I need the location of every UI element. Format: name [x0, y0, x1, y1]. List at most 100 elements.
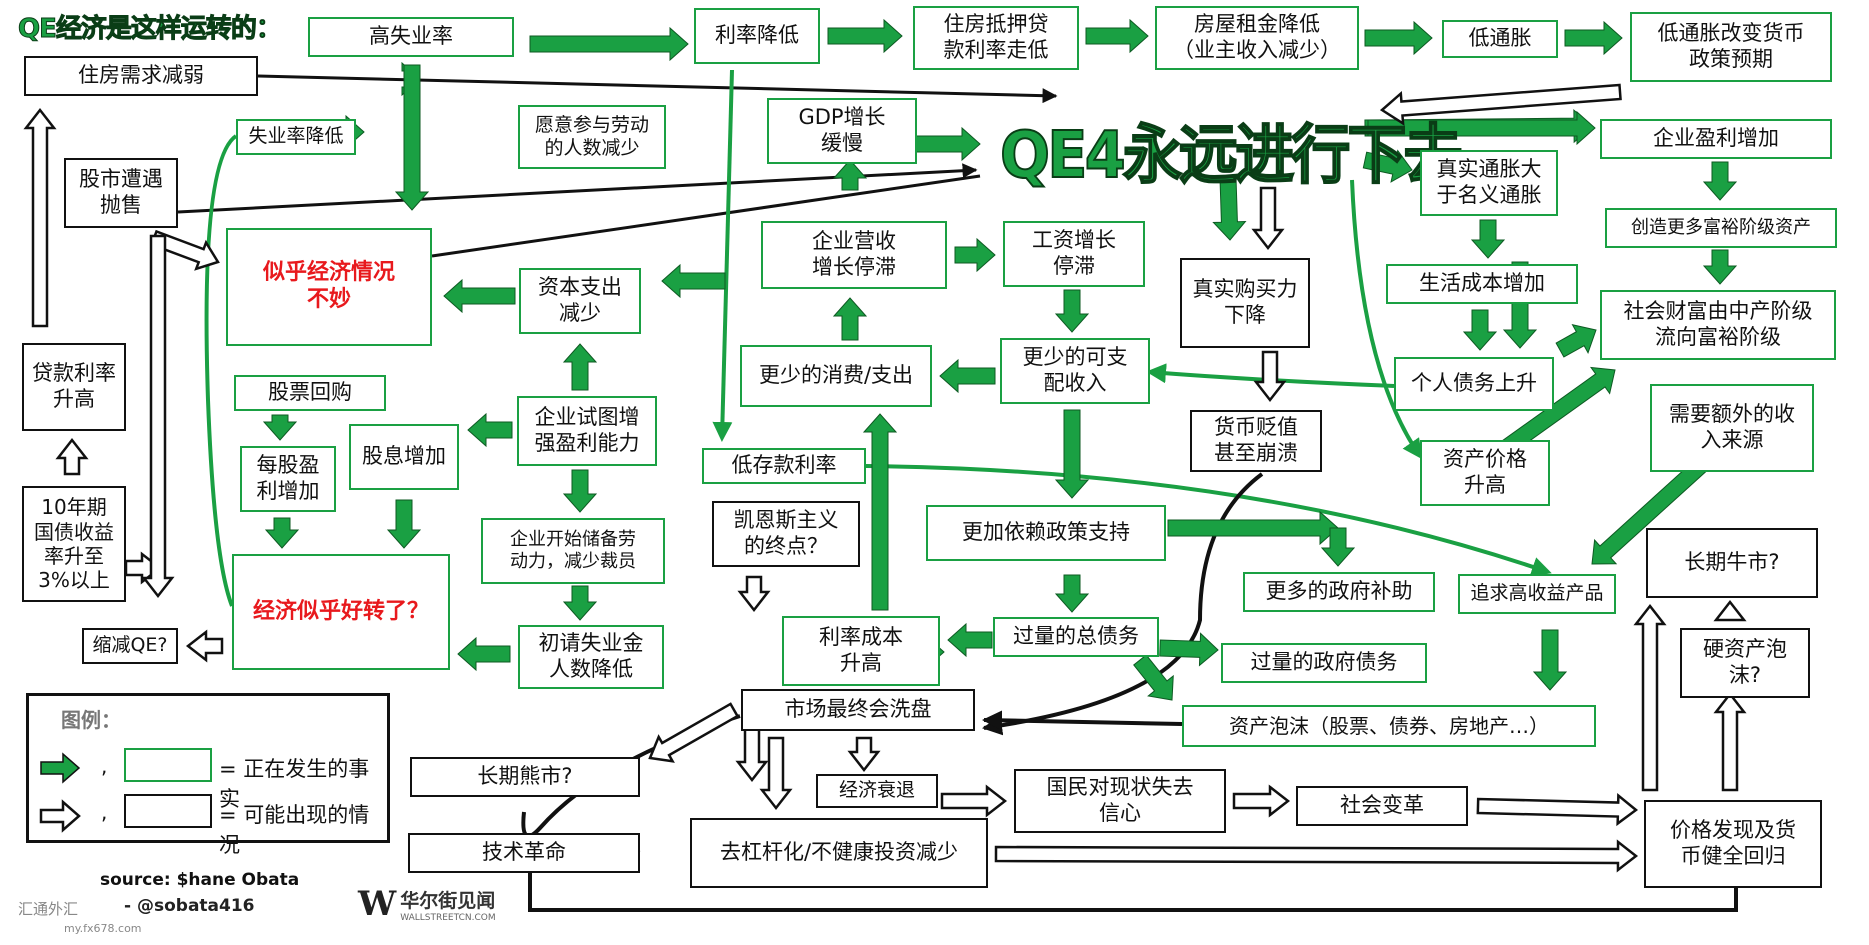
fact-arrow — [1054, 409, 1090, 499]
possible-arrow — [185, 629, 224, 663]
fact-arrow — [1320, 527, 1356, 567]
watermark-url: my.fx678.com — [64, 922, 142, 935]
fact-arrow — [954, 237, 996, 273]
node-price-discovery: 价格发现及货 币健全回归 — [1644, 800, 1822, 888]
possible-arrow — [141, 234, 175, 599]
brand-logo: W 华尔街见闻 WALLSTREETCN.COM — [358, 884, 496, 924]
node-wage-stall: 工资增长 停滞 — [1003, 221, 1145, 287]
legend-possible-label: = 可能出现的情况 — [219, 803, 370, 857]
connector-line — [257, 74, 1058, 104]
fact-arrow — [1702, 249, 1738, 285]
node-revenue-stall: 企业营收 增长停滞 — [761, 221, 947, 289]
node-need-extra-income: 需要额外的收 入来源 — [1650, 384, 1814, 472]
legend-title: 图例： — [61, 708, 121, 732]
node-asset-bubble: 资产泡沫（股票、债券、房地产…） — [1182, 705, 1596, 747]
possible-arrow — [1251, 186, 1285, 251]
watermark-text: 汇通外汇 — [18, 900, 79, 918]
fact-arrow — [1462, 309, 1498, 351]
qe4-center-label: QE4永远进行下去 — [999, 118, 1463, 194]
legend-hollow-arrow-icon — [39, 799, 81, 833]
fact-arrow — [1564, 20, 1623, 56]
node-market-washout: 市场最终会洗盘 — [741, 689, 975, 731]
fact-arrow — [562, 585, 598, 621]
node-excess-total-debt: 过量的总债务 — [993, 617, 1159, 657]
possible-arrow — [1476, 792, 1639, 827]
connector-line — [1350, 179, 1423, 460]
fact-arrow — [443, 278, 516, 314]
possible-arrow — [23, 107, 57, 328]
node-currency-devaluation: 货币贬值 甚至崩溃 — [1190, 410, 1322, 472]
possible-arrows — [23, 107, 1747, 873]
legend-fact-box — [124, 748, 212, 782]
node-living-cost-up: 生活成本增加 — [1386, 264, 1578, 304]
node-tech-revolution: 技术革命 — [408, 833, 640, 873]
node-chase-high-yield: 追求高收益产品 — [1458, 574, 1616, 614]
node-less-disposable-income: 更少的可支 配收入 — [1000, 338, 1150, 404]
node-excess-gov-debt: 过量的政府债务 — [1221, 643, 1427, 683]
fact-arrow — [1159, 632, 1219, 667]
fact-arrow — [264, 517, 300, 549]
fact-arrow — [1555, 324, 1597, 358]
node-rich-assets: 创造更多富裕阶级资产 — [1605, 208, 1837, 248]
fact-arrow — [394, 64, 430, 211]
connector-line — [1146, 363, 1395, 388]
brand-logo-icon: W — [358, 884, 397, 924]
node-unemployment-down: 失业率降低 — [236, 119, 356, 155]
source-label: source: $hane Obata — [100, 870, 300, 890]
node-low-deposit-rate: 低存款利率 — [702, 448, 866, 484]
possible-arrow — [847, 736, 881, 773]
node-dividend-up: 股息增加 — [349, 424, 459, 490]
fact-arrow — [1054, 574, 1090, 613]
node-lose-confidence: 国民对现状失去 信心 — [1014, 769, 1226, 833]
node-boost-profitability: 企业试图增 强盈利能力 — [517, 396, 657, 466]
possible-arrow — [940, 784, 1008, 818]
fact-arrow — [1364, 20, 1433, 56]
possible-arrow — [1379, 83, 1622, 126]
node-long-term-bull: 长期牛市? — [1646, 528, 1818, 598]
node-capex-down: 资本支出 减少 — [519, 268, 641, 334]
possible-arrow — [737, 575, 771, 613]
legend-fact-label: = 正在发生的事实 — [219, 757, 370, 811]
node-social-change: 社会变革 — [1296, 786, 1468, 826]
legend-arrow-icons — [39, 752, 81, 833]
node-recession: 经济衰退 — [816, 774, 938, 808]
node-long-term-bear: 长期熊市? — [410, 757, 640, 797]
node-economy-seems-bad: 似乎经济情况 不妙 — [226, 228, 432, 346]
node-more-gov-subsidy: 更多的政府补助 — [1243, 572, 1435, 612]
fact-arrow — [1532, 629, 1568, 691]
node-deleveraging: 去杠杆化/不健康投资减少 — [690, 818, 988, 888]
connector-line — [204, 134, 238, 607]
node-real-purchasing-power-down: 真实购买力 下降 — [1180, 258, 1310, 348]
fact-arrow — [1362, 149, 1413, 183]
possible-arrow — [1713, 691, 1747, 792]
source-handle: - @sobata416 — [124, 896, 255, 916]
fact-arrow — [529, 26, 689, 62]
node-taper-qe: 缩减QE? — [82, 628, 178, 664]
fact-arrow — [1085, 18, 1149, 54]
fact-arrow — [827, 18, 903, 54]
diagram-title: QE经济是这样运转的： — [18, 14, 283, 45]
legend: 图例： , , = 正在发生的事实 = 可能出现的情况 — [26, 693, 390, 857]
fact-arrow — [1702, 161, 1738, 201]
possible-arrow — [1253, 350, 1287, 403]
fact-arrow — [832, 159, 868, 191]
fact-arrow — [832, 297, 868, 341]
node-hoard-labor: 企业开始储备劳 动力，减少裁员 — [481, 518, 665, 584]
possible-arrow — [1232, 784, 1291, 818]
fact-arrow — [862, 413, 898, 611]
node-labor-participation-down: 愿意参与劳动 的人数减少 — [518, 105, 666, 169]
fact-arrow — [562, 469, 598, 513]
fact-arrow — [386, 499, 422, 549]
fact-arrow — [1212, 177, 1247, 241]
node-wealth-flow: 社会财富由中产阶级 流向富裕阶级 — [1600, 290, 1836, 360]
brand-sub: WALLSTREETCN.COM — [400, 912, 496, 923]
connector-line — [865, 464, 1552, 577]
legend-comma-1: , — [101, 754, 108, 778]
connector-line — [982, 472, 1264, 736]
legend-green-arrow-icon — [40, 752, 81, 784]
node-personal-debt-up: 个人债务上升 — [1394, 357, 1554, 411]
node-less-consumption: 更少的消费/支出 — [740, 345, 932, 407]
fact-arrow — [562, 343, 598, 391]
possible-arrow — [759, 736, 793, 811]
fact-arrow — [1054, 289, 1090, 333]
